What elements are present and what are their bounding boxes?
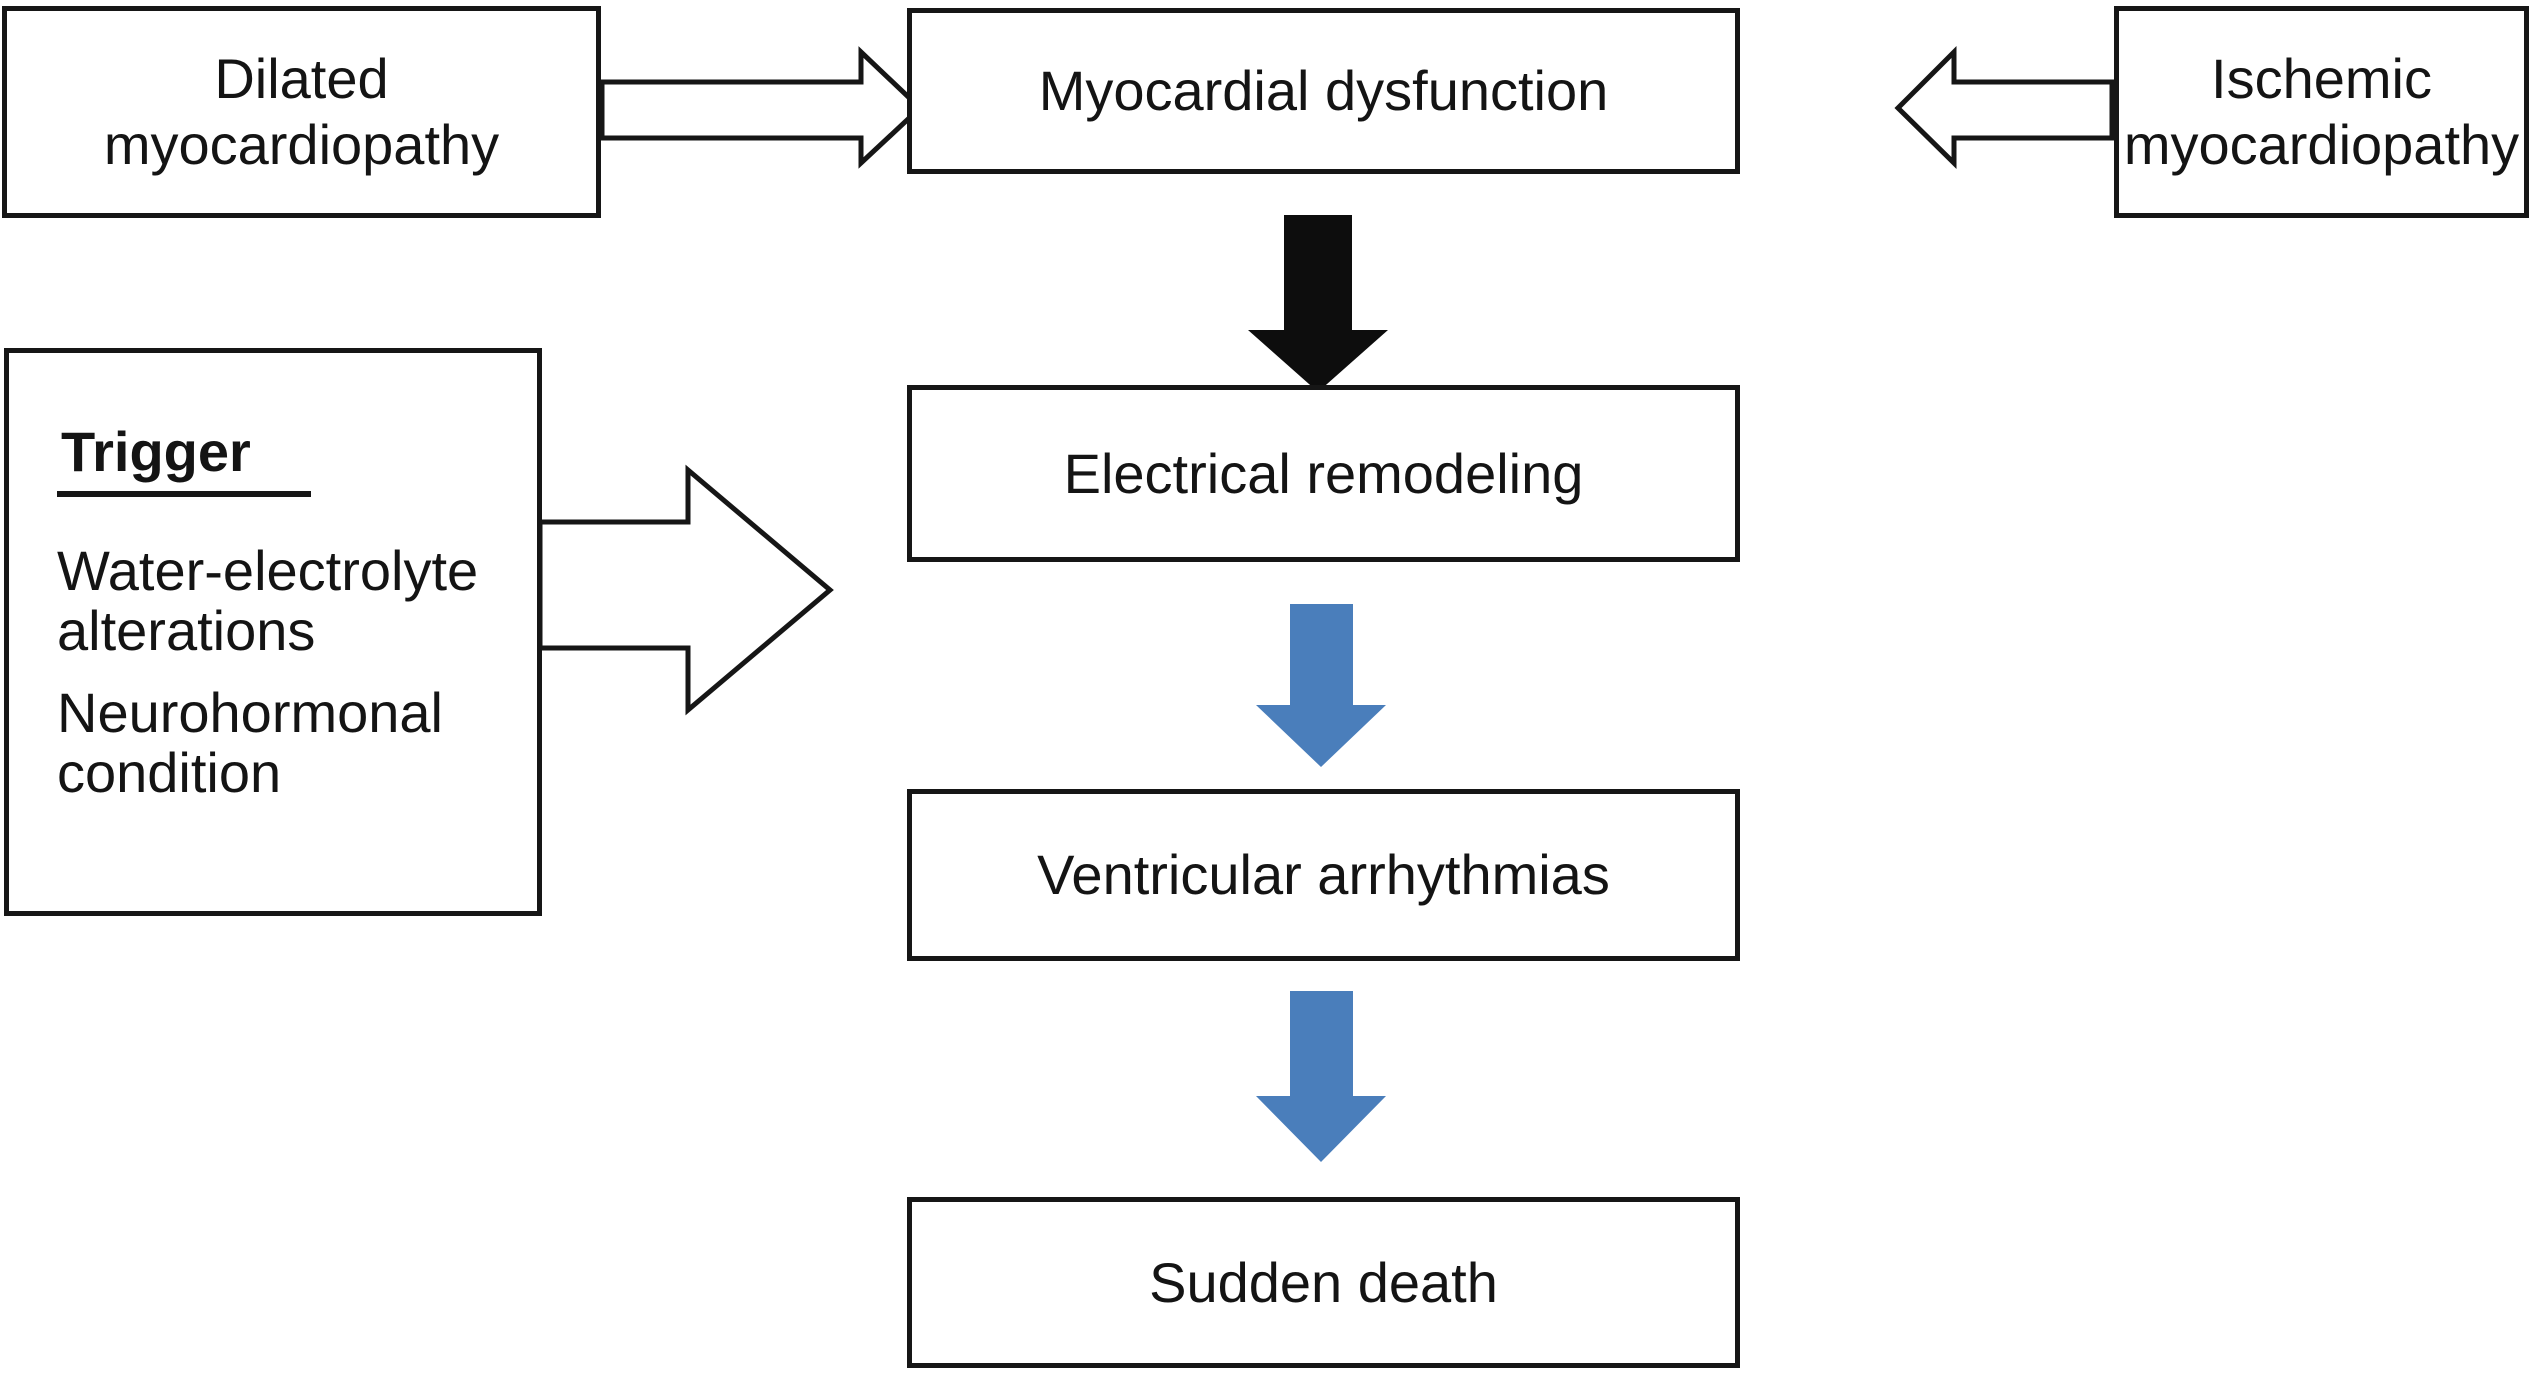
box-ischemic-line2: myocardiopathy xyxy=(2123,113,2520,176)
arrow-ischemic-to-myocardial xyxy=(1894,45,2115,169)
box-ischemic-line1: Ischemic xyxy=(2211,47,2432,110)
box-myocardial-label: Myocardial dysfunction xyxy=(1038,59,1609,122)
box-electrical-label: Electrical remodeling xyxy=(1063,441,1584,505)
box-ventricular-label: Ventricular arrhythmias xyxy=(1037,843,1610,906)
arrow-electrical-to-ventricular xyxy=(1256,604,1386,767)
box-ischemic-myocardiopathy: Ischemic myocardiopathy xyxy=(2114,6,2529,218)
box-ventricular-arrhythmias: Ventricular arrhythmias xyxy=(907,789,1740,961)
box-trigger: Trigger Water-electrolyte alterations Ne… xyxy=(4,348,542,916)
arrow-trigger-to-remodeling xyxy=(537,464,834,716)
arrow-myocardial-to-electrical xyxy=(1248,215,1388,392)
box-myocardial-dysfunction: Myocardial dysfunction xyxy=(907,8,1740,174)
box-sudden-label: Sudden death xyxy=(1149,1250,1498,1314)
trigger-item-neurohormonal: Neurohormonal condition xyxy=(57,681,443,804)
trigger-item-water-electrolyte: Water-electrolyte alterations xyxy=(57,539,479,662)
trigger-heading: Trigger xyxy=(57,423,311,497)
box-dilated-line1: Dilated xyxy=(214,47,389,110)
box-sudden-death: Sudden death xyxy=(907,1197,1740,1368)
arrow-dilated-to-myocardial xyxy=(599,46,924,169)
box-dilated-myocardiopathy: Dilated myocardiopathy xyxy=(2,6,601,218)
box-dilated-line2: myocardiopathy xyxy=(103,113,500,176)
arrow-ventricular-to-sudden xyxy=(1256,991,1386,1162)
box-electrical-remodeling: Electrical remodeling xyxy=(907,385,1740,562)
